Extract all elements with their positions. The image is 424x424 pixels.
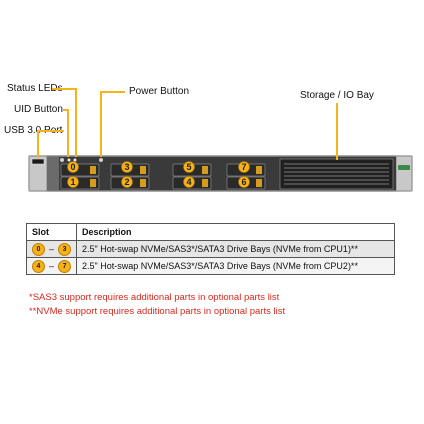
slot-cell: 4 – 7 <box>26 257 77 275</box>
bay-number: 3 <box>124 162 129 172</box>
drive-latch <box>90 179 96 187</box>
bay-badge <box>183 176 195 188</box>
table-row: 4 – 7 2.5" Hot-swap NVMe/SAS3*/SATA3 Dri… <box>26 257 395 275</box>
nvme-footnote: **NVMe support requires additional parts… <box>29 306 286 317</box>
bay-number: 0 <box>70 162 75 172</box>
slot-cell: 0 – 3 <box>26 240 77 258</box>
bay-badge <box>121 161 133 173</box>
slot-column-header: Slot <box>26 223 77 241</box>
server-front-panel-diagram: 0 3 5 7 1 2 4 6 <box>28 88 413 192</box>
drive-latch <box>256 179 262 187</box>
status-led <box>67 158 71 162</box>
bay-badge <box>183 161 195 173</box>
bay-number: 1 <box>70 177 75 187</box>
drive-bay-table: Slot Description 0 – 3 2.5" Hot-swap NVM… <box>26 223 395 275</box>
leader-lines <box>37 88 338 160</box>
status-led <box>73 158 77 162</box>
bay-badge <box>67 161 79 173</box>
control-panel <box>47 157 59 190</box>
status-leds-label: Status LEDs <box>7 83 63 94</box>
description-column-header: Description <box>76 223 395 241</box>
right-rack-ear <box>395 155 413 192</box>
power-button[interactable] <box>99 158 103 162</box>
io-bay-latch <box>398 165 410 170</box>
drive-latch <box>202 166 208 174</box>
uid-button-label: UID Button <box>14 104 63 115</box>
bay-badge <box>238 161 250 173</box>
description-cell: 2.5" Hot-swap NVMe/SAS3*/SATA3 Drive Bay… <box>76 257 395 275</box>
bay-badge-icon: 3 <box>58 242 72 256</box>
bay-number: 5 <box>186 162 191 172</box>
drive-latch <box>140 166 146 174</box>
usb-port-label: USB 3.0 Port <box>4 125 63 136</box>
sas3-footnote: *SAS3 support requires additional parts … <box>29 292 280 303</box>
storage-io-bay-label: Storage / IO Bay <box>300 90 374 101</box>
bay-number: 7 <box>241 162 246 172</box>
bay-number: 6 <box>241 177 246 187</box>
bay-badge <box>121 176 133 188</box>
vent-grid <box>284 163 389 185</box>
drive-latch <box>256 166 262 174</box>
table-row: 0 – 3 2.5" Hot-swap NVMe/SAS3*/SATA3 Dri… <box>26 240 395 258</box>
power-button-label: Power Button <box>129 86 190 97</box>
table-header-row: Slot Description <box>26 223 395 241</box>
bay-badge <box>238 176 250 188</box>
uid-button[interactable] <box>60 158 64 162</box>
bay-badge <box>67 176 79 188</box>
description-cell: 2.5" Hot-swap NVMe/SAS3*/SATA3 Drive Bay… <box>76 240 395 258</box>
bay-badge-icon: 7 <box>58 259 72 273</box>
drive-latch <box>90 166 96 174</box>
bay-badge-icon: 0 <box>32 242 45 256</box>
range-separator: – <box>49 244 55 254</box>
range-separator: – <box>49 261 55 271</box>
drive-latch <box>202 179 208 187</box>
bay-number: 4 <box>186 177 191 187</box>
bay-badge-icon: 4 <box>32 259 45 273</box>
drive-latch <box>140 179 146 187</box>
usb-port[interactable] <box>31 158 45 165</box>
bay-number: 2 <box>124 177 129 187</box>
